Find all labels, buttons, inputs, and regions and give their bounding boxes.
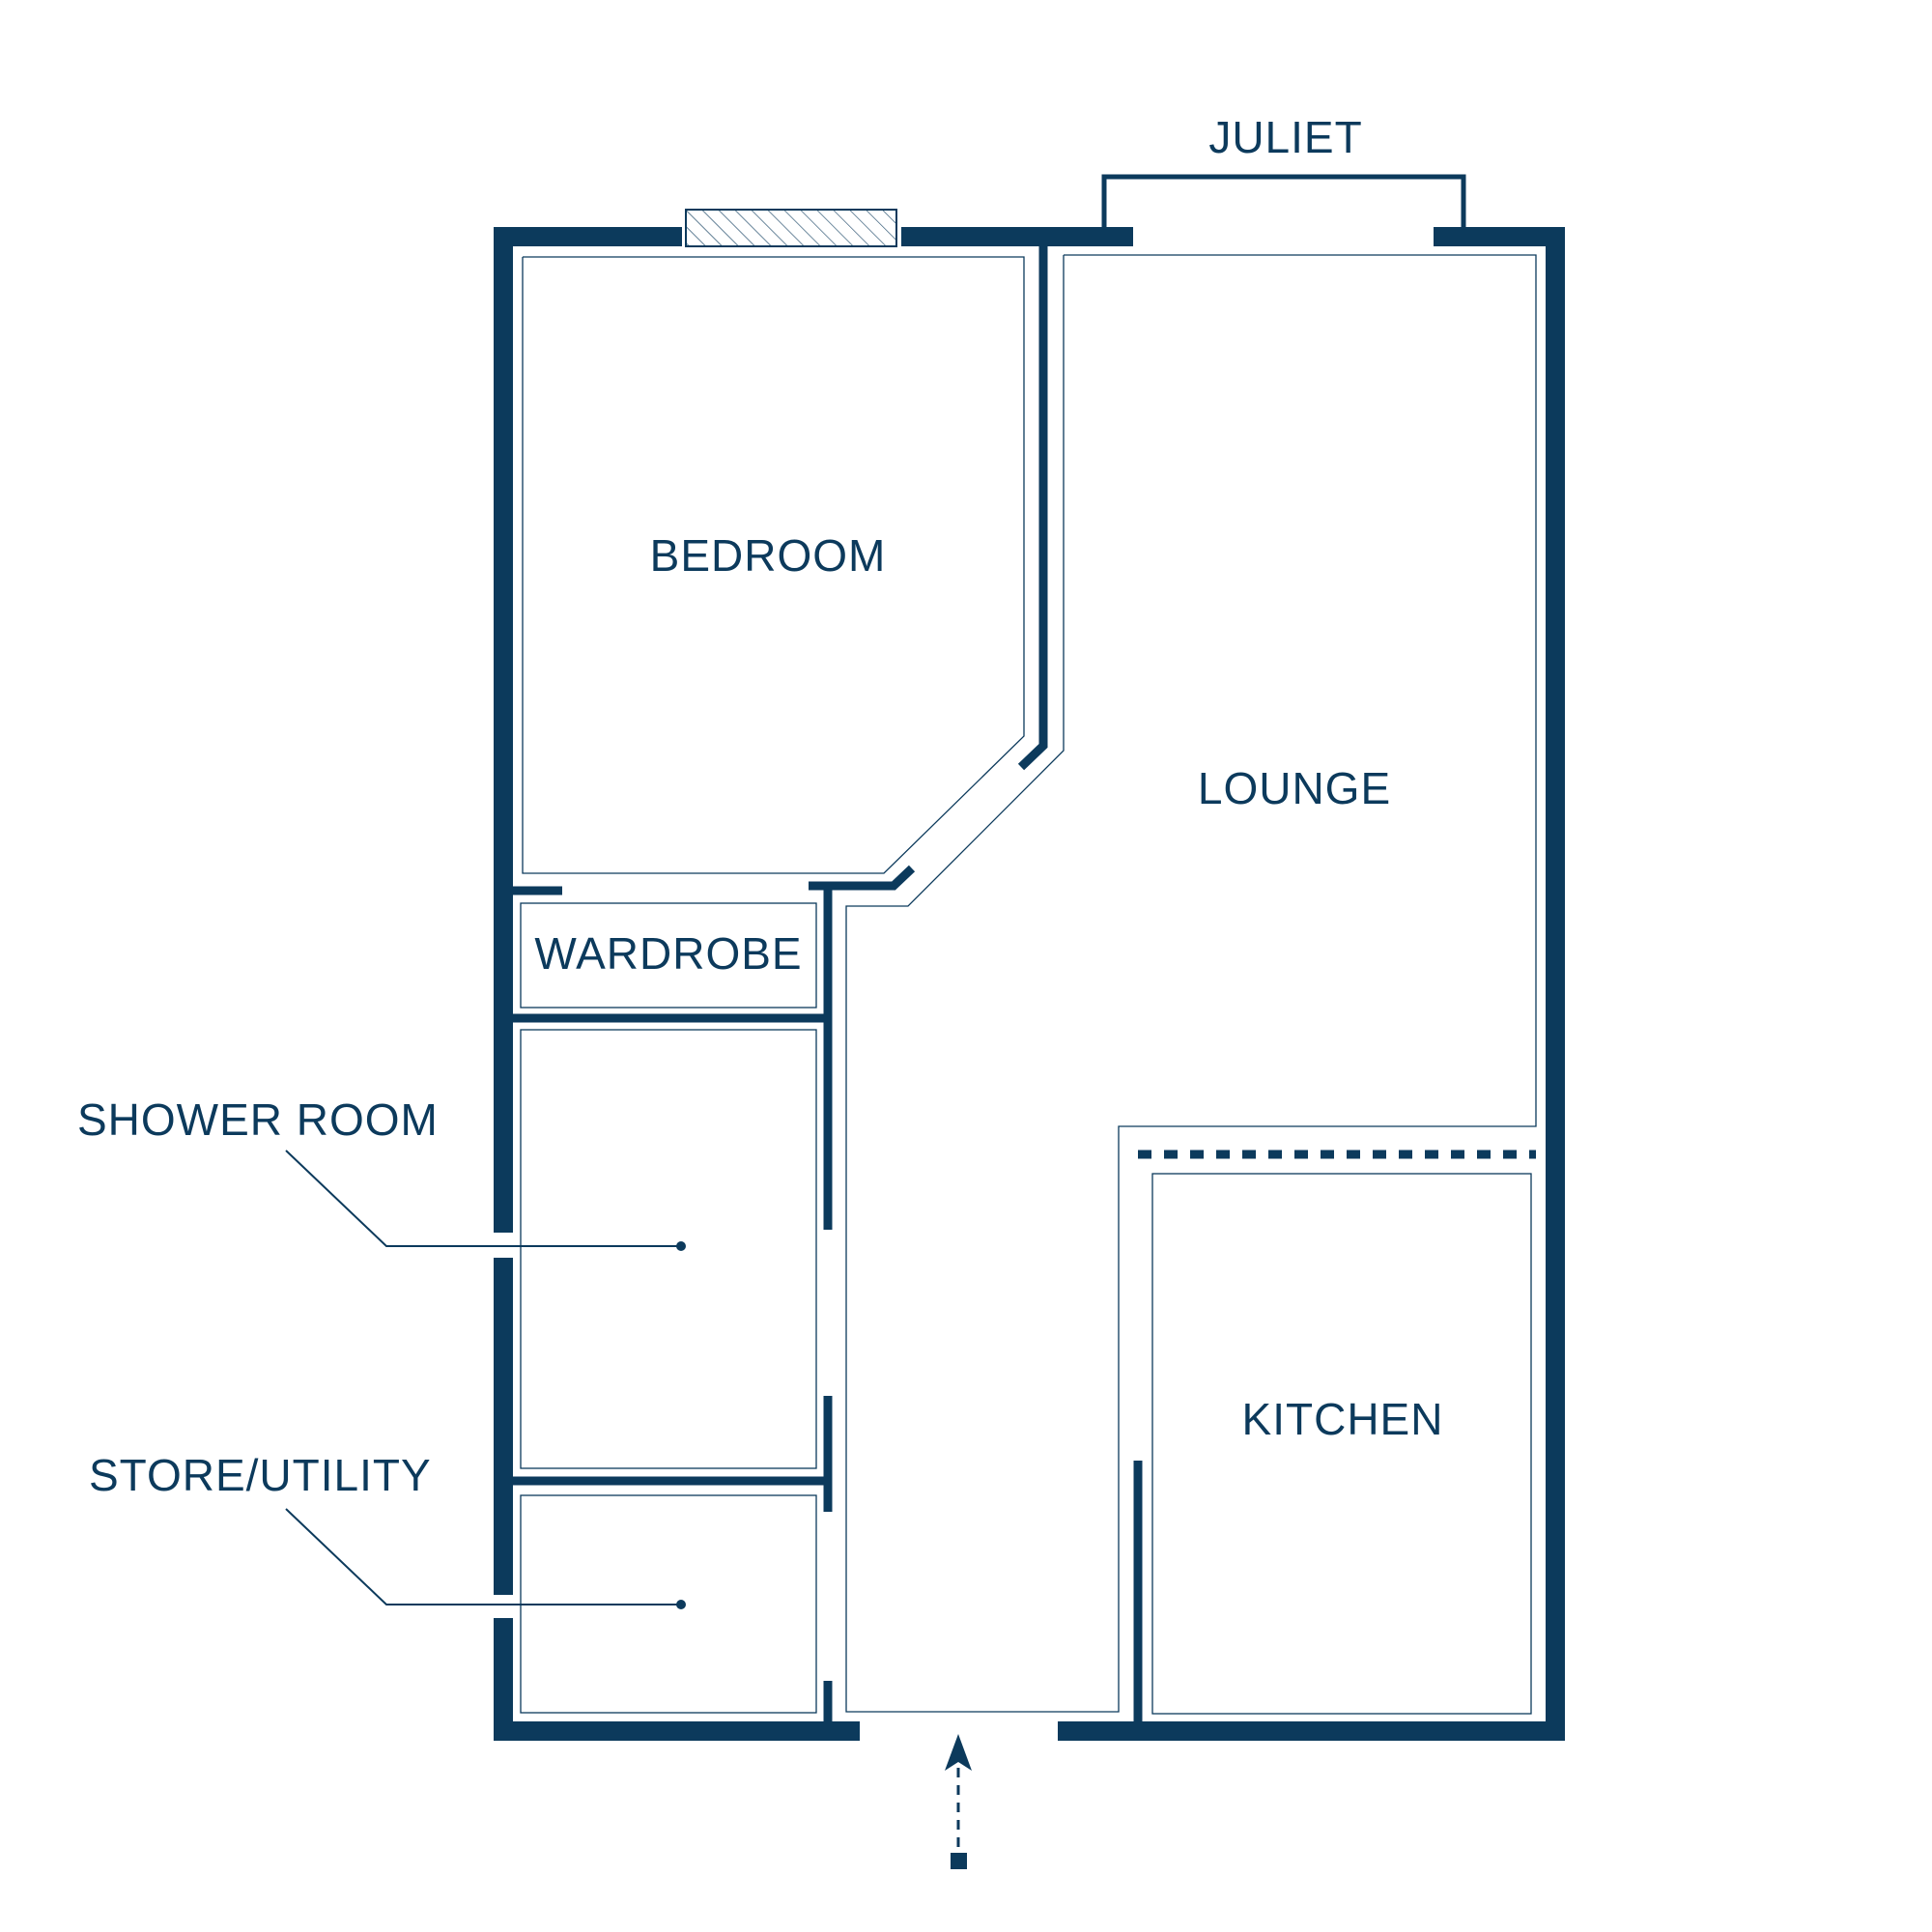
bottom-wall-right <box>1058 1721 1565 1741</box>
bottom-wall-left <box>494 1721 860 1741</box>
lounge-outline <box>845 254 1537 1713</box>
kitchen-outline <box>1151 1173 1532 1715</box>
right-wall <box>1546 227 1565 1741</box>
top-wall-left <box>494 227 682 246</box>
store-utility-leader <box>285 1508 681 1605</box>
juliet-label: JULIET <box>1208 112 1362 162</box>
shower-room-leader <box>285 1150 681 1247</box>
left-wall-upper <box>494 227 513 1233</box>
wardrobe-label: WARDROBE <box>534 928 802 979</box>
internal-walls <box>513 244 1143 1736</box>
wardrobe-outline <box>520 902 817 1009</box>
entrance-arrow-icon <box>945 1734 972 1869</box>
store-utility-label: STORE/UTILITY <box>89 1450 432 1500</box>
shower-room-label: SHOWER ROOM <box>77 1094 439 1145</box>
outer-walls <box>494 227 1565 1741</box>
lounge-label: LOUNGE <box>1198 763 1391 813</box>
top-wall-right <box>1434 227 1565 246</box>
shower-room-leader-dot <box>676 1241 686 1251</box>
left-wall-lower <box>494 1618 513 1741</box>
bedroom-label: BEDROOM <box>650 530 887 581</box>
juliet-balcony-rail <box>1101 174 1466 229</box>
shower-room-outline <box>520 1029 817 1469</box>
bedroom-outline <box>522 256 1025 874</box>
kitchen-label: KITCHEN <box>1242 1394 1444 1444</box>
left-wall-middle <box>494 1258 513 1595</box>
store-utility-leader-dot <box>676 1600 686 1609</box>
top-wall-middle <box>901 227 1133 246</box>
hatched-window-icon <box>685 209 897 247</box>
